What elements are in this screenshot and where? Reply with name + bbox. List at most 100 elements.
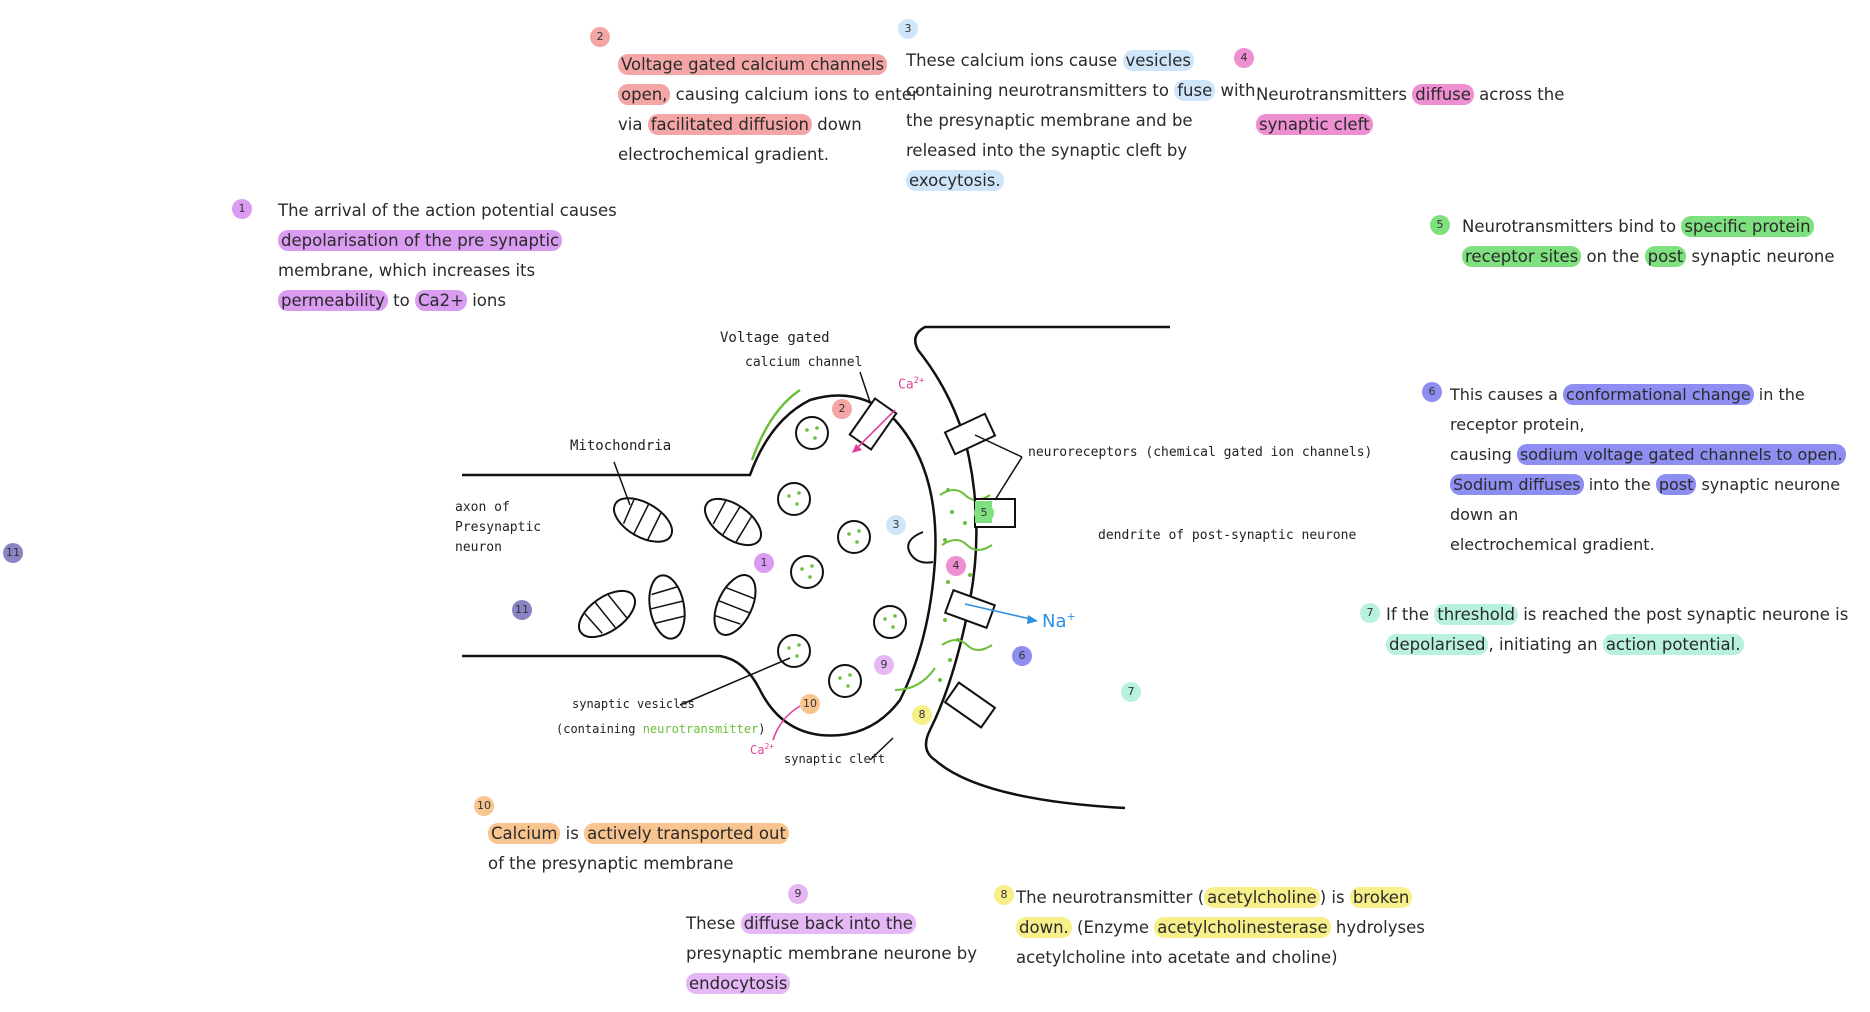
note-9-text: These	[686, 914, 741, 933]
note-4-highlight: synaptic cleft	[1256, 114, 1373, 135]
note-3-highlight: exocytosis.	[906, 170, 1004, 191]
diagram-badge-3: 3	[886, 515, 906, 535]
note-badge-8: 8	[994, 885, 1014, 905]
note-9-highlight: diffuse back into the	[740, 913, 916, 934]
note-badge-9: 9	[788, 884, 808, 904]
diagram-badge-10: 10	[800, 694, 820, 714]
neuroreceptor-pointer	[994, 456, 1023, 501]
diagram-badge-5: 5	[974, 503, 994, 523]
note-5-highlight: specific protein	[1681, 216, 1814, 237]
label-ca-bottom: Ca2+	[750, 742, 775, 757]
calcium-channel-pointer	[859, 371, 871, 403]
label-neuroreceptors: neuroreceptors (chemical gated ion chann…	[1028, 445, 1373, 460]
note-3: These calcium ions cause vesicles contai…	[906, 46, 1255, 196]
note-6-line-4: electrochemical gradient.	[1450, 535, 1655, 554]
note-2-text: via	[618, 115, 648, 134]
presynaptic-membrane	[462, 394, 937, 737]
note-1-line-3: membrane, which increases its	[278, 261, 536, 280]
note-5-text: synaptic neurone	[1686, 247, 1835, 266]
note-3-line-4: released into the synaptic cleft by	[906, 141, 1188, 160]
label-vgcc-line1: Voltage gated	[720, 330, 830, 346]
note-8-text: The neurotransmitter (	[1016, 888, 1205, 907]
note-8-highlight: acetylcholine	[1204, 887, 1320, 908]
diagram-badge-2: 2	[832, 399, 852, 419]
diagram-badge-11: 11	[512, 600, 532, 620]
diagram-badge-7: 7	[1121, 682, 1141, 702]
note-6-text: into the	[1583, 475, 1656, 494]
note-4-text: across the	[1473, 85, 1565, 104]
note-badge-6: 6	[1422, 382, 1442, 402]
note-3-highlight: fuse	[1174, 80, 1216, 101]
note-badge-4: 4	[1234, 48, 1254, 68]
mitochondrion	[713, 574, 757, 636]
note-2-text: down	[812, 115, 862, 134]
label-na: Na+	[1042, 610, 1076, 632]
note-badge-3: 3	[898, 19, 918, 39]
note-3-text: These calcium ions cause	[906, 51, 1123, 70]
note-6: This causes a conformational change in t…	[1450, 380, 1870, 560]
neuroreceptor-pointer	[974, 434, 1023, 458]
label-vgcc-line2: calcium channel	[745, 355, 863, 370]
note-3-text: with	[1215, 81, 1256, 100]
note-2-highlight: facilitated diffusion	[647, 114, 812, 135]
note-4: Neurotransmitters diffuse across the syn…	[1256, 80, 1564, 140]
diagram-badge-9: 9	[874, 655, 894, 675]
note-badge-2: 2	[590, 27, 610, 47]
note-2-highlight: open,	[618, 84, 671, 105]
label-dendrite: dendrite of post-synaptic neurone	[1098, 528, 1357, 543]
diagram-badge-8: 8	[912, 705, 932, 725]
sodium-arrow	[964, 603, 1036, 621]
mitochondrion	[578, 589, 636, 639]
note-7: If the threshold is reached the post syn…	[1386, 600, 1848, 660]
note-7-text: is reached the post synaptic neurone is	[1517, 605, 1849, 624]
neurotransmitter-dots	[938, 488, 972, 682]
note-9-highlight: endocytosis	[686, 973, 791, 994]
note-8-highlight: down.	[1016, 917, 1072, 938]
note-4-text: Neurotransmitters	[1256, 85, 1413, 104]
label-vesicles-line2: (containing neurotransmitter)	[556, 722, 766, 736]
note-8: The neurotransmitter (acetylcholine) is …	[1016, 883, 1425, 973]
note-6-highlight: Sodium diffuses	[1450, 474, 1584, 495]
note-badge-5: 5	[1430, 215, 1450, 235]
note-3-text: containing neurotransmitters to	[906, 81, 1175, 100]
note-10-highlight: Calcium	[488, 823, 561, 844]
diffusion-arrows	[894, 489, 993, 691]
label-axon-line2: Presynaptic	[455, 520, 542, 535]
note-10-text: is	[560, 824, 585, 843]
calcium-out-arrow	[772, 705, 801, 741]
note-5: Neurotransmitters bind to specific prote…	[1462, 212, 1835, 272]
vesicle-pointer	[679, 657, 791, 706]
note-6-text: causing	[1450, 445, 1517, 464]
label-synaptic-cleft: synaptic cleft	[784, 752, 886, 766]
green-arc	[750, 388, 801, 461]
note-2-line-4: electrochemical gradient.	[618, 145, 830, 164]
mitochondrion	[648, 574, 686, 640]
note-badge-10: 10	[474, 796, 494, 816]
label-vesicles-line1: synaptic vesicles	[572, 697, 695, 711]
margin-badge-11: 11	[3, 543, 23, 563]
calcium-arrow	[854, 409, 896, 451]
note-7-highlight: depolarised	[1386, 634, 1489, 655]
mitochondrion	[704, 497, 762, 547]
note-5-text: Neurotransmitters bind to	[1462, 217, 1682, 236]
note-6-highlight: sodium voltage gated channels to open.	[1516, 444, 1846, 465]
note-6-text: This causes a	[1450, 385, 1564, 404]
diagram-badge-6: 6	[1012, 646, 1032, 666]
vesicle-contents	[787, 426, 897, 688]
note-7-highlight: action potential.	[1602, 634, 1744, 655]
note-5-text: on the	[1581, 247, 1645, 266]
note-1: The arrival of the action potential caus…	[278, 196, 617, 316]
label-mitochondria: Mitochondria	[570, 438, 672, 454]
note-badge-1: 1	[232, 199, 252, 219]
note-3-line-3: the presynaptic membrane and be	[906, 111, 1193, 130]
diagram-badge-4: 4	[946, 556, 966, 576]
cleft-pointer	[869, 737, 894, 761]
mitochondria-pointer	[613, 461, 631, 506]
note-8-text: hydrolyses	[1330, 918, 1425, 937]
note-1-line-1: The arrival of the action potential caus…	[278, 201, 617, 220]
label-ca-top: Ca2+	[898, 376, 925, 393]
note-6-highlight: conformational change	[1563, 384, 1754, 405]
sodium-arrow-head	[1027, 615, 1038, 624]
note-9: These diffuse back into the presynaptic …	[686, 909, 977, 999]
